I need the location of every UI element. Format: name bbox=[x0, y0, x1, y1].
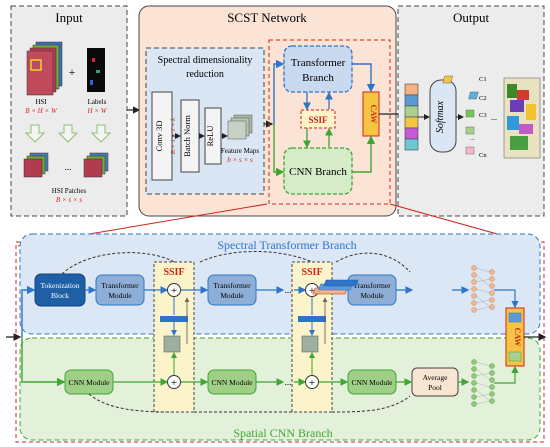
tm3-label-2: Module bbox=[360, 291, 384, 300]
class-label-cn: Cn bbox=[479, 152, 487, 159]
tm1-label-1: Transformer bbox=[101, 281, 139, 290]
avg-pool-1: Average bbox=[423, 373, 449, 382]
transformer-branch-2: Branch bbox=[302, 72, 334, 84]
map-ellipsis: ... bbox=[491, 113, 497, 122]
network-title: SCST Network bbox=[227, 10, 307, 25]
plus-spec-1: + bbox=[171, 285, 177, 297]
ssif-label: SSIF bbox=[308, 115, 328, 125]
hsi-patches: ... bbox=[23, 152, 109, 178]
softmax-box bbox=[429, 79, 457, 153]
tm1-label-2: Module bbox=[108, 291, 132, 300]
detail-panel: Spectral Transformer Branch Spatial CNN … bbox=[6, 233, 547, 443]
tm3-label-1: Transformer bbox=[353, 281, 391, 290]
spectral-branch-title: Spectral Transformer Branch bbox=[217, 238, 356, 252]
transformer-module-3 bbox=[347, 274, 397, 306]
relu-label: ReLU bbox=[205, 126, 215, 147]
fc-layer-spatial bbox=[471, 359, 495, 407]
tm2-label-1: Transformer bbox=[213, 281, 251, 290]
transformer-module-2 bbox=[207, 274, 257, 306]
spectral-title-2: reduction bbox=[186, 69, 224, 80]
conv3d-label: Conv 3D bbox=[154, 121, 164, 152]
caw-label-bottom: CAW bbox=[513, 328, 522, 347]
plus-spat-1: + bbox=[171, 377, 177, 389]
spatial-branch-title: Spatial CNN Branch bbox=[233, 426, 332, 440]
feature-maps-dims: b × s × s bbox=[227, 156, 253, 164]
labels-label: Labels bbox=[88, 98, 107, 106]
hsi-label: HSI bbox=[35, 98, 47, 106]
spectral-title-1: Spectral dimensionality bbox=[158, 55, 253, 66]
transformer-module-1 bbox=[95, 274, 145, 306]
cnn-module-2-label: CNN Module bbox=[211, 378, 253, 387]
ssif-inner-2 bbox=[298, 297, 328, 375]
spectral-band bbox=[19, 233, 541, 335]
batchnorm-label: Batch Norm bbox=[182, 115, 192, 157]
feature-maps-label: Feature Maps bbox=[221, 147, 260, 155]
input-panel: Input + HSI B × H × W Labels H × W bbox=[10, 5, 128, 217]
output-panel: Output Softmax C1 C2 C3 ... Cn ... bbox=[397, 5, 545, 217]
hsi-dims: B × H × W bbox=[25, 107, 58, 115]
transformer-branch-1: Transformer bbox=[291, 57, 346, 69]
plus-sign: + bbox=[69, 65, 76, 79]
spectral-ellipsis: ... bbox=[285, 285, 292, 295]
ssif-box bbox=[300, 109, 336, 129]
output-title: Output bbox=[453, 10, 490, 25]
patches-ellipsis: ... bbox=[65, 162, 72, 172]
spatial-ellipsis: ... bbox=[285, 377, 292, 387]
class-label-c3: C3 bbox=[479, 112, 487, 119]
ssif-label-2: SSIF bbox=[301, 267, 322, 278]
transformer-branch bbox=[283, 45, 353, 93]
add-node-spectral-1 bbox=[167, 283, 181, 297]
patches-label: HSI Patches bbox=[52, 187, 87, 195]
tokenization-block bbox=[34, 273, 86, 307]
class-cubes bbox=[442, 75, 479, 155]
cnn-module-3-label: CNN Module bbox=[351, 378, 393, 387]
tokenization-label-1: Tokenization bbox=[40, 281, 79, 290]
input-title: Input bbox=[55, 10, 83, 25]
labels-dims: H × W bbox=[86, 107, 107, 115]
branches-box bbox=[268, 39, 391, 205]
tokenization-label-2: Block bbox=[51, 291, 69, 300]
plus-spat-2: + bbox=[309, 377, 315, 389]
token-stack bbox=[312, 279, 359, 295]
caw-label: CAW bbox=[369, 105, 378, 124]
spatial-band bbox=[19, 337, 541, 441]
tm2-label-2: Module bbox=[220, 291, 244, 300]
cnn-branch-label: CNN Branch bbox=[289, 166, 347, 178]
class-label-c2: C2 bbox=[479, 95, 487, 102]
class-label-c1: C1 bbox=[479, 76, 487, 83]
ssif-inner-1 bbox=[160, 297, 190, 375]
classification-map bbox=[503, 77, 541, 159]
patches-dims: B × s × s bbox=[56, 196, 82, 204]
plus-spec-2: + bbox=[309, 285, 315, 297]
down-arrows bbox=[24, 124, 112, 143]
output-vector bbox=[404, 83, 419, 151]
class-ellipsis: ... bbox=[470, 135, 475, 142]
hsi-cube bbox=[26, 41, 63, 96]
cnn-module-1-label: CNN Module bbox=[68, 378, 110, 387]
feature-maps-cube bbox=[227, 114, 253, 140]
ssif-label-1: SSIF bbox=[163, 267, 184, 278]
fc-layer-spectral bbox=[471, 265, 495, 313]
avg-pool-2: Pool bbox=[428, 383, 442, 392]
network-panel: SCST Network Spectral dimensionality red… bbox=[138, 5, 397, 217]
labels-map bbox=[87, 48, 105, 92]
softmax-label: Softmax bbox=[435, 100, 446, 133]
